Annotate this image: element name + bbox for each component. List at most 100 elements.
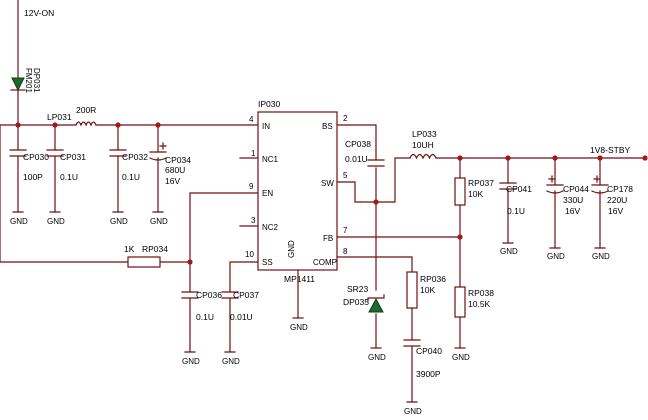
net-label-input: 12V-ON: [24, 8, 54, 18]
component-ref: RP038: [468, 288, 494, 298]
resistor-rp034: 1K RP034: [124, 244, 168, 268]
diode-dp031: DP031 FM201: [10, 68, 41, 93]
inductor-lp031: LP031 200R: [47, 105, 97, 127]
gnd-label: GND: [368, 353, 386, 362]
component-rating: 16V: [565, 206, 580, 216]
component-ref: RP036: [420, 274, 446, 284]
capacitor-cp037: CP037 0.01U GND: [221, 290, 259, 366]
component-ref: CP041: [506, 184, 532, 194]
component-value: 0.1U: [122, 172, 140, 182]
component-ref: CP036: [196, 290, 222, 300]
component-ref: CP037: [233, 290, 259, 300]
component-ref: LP033: [412, 129, 437, 139]
inductor-lp033: LP033 10UH: [409, 129, 437, 160]
junction: [457, 234, 463, 240]
component-value: 10.5K: [468, 299, 491, 309]
capacitor-cp030: CP030 100P GND: [9, 149, 49, 226]
component-value: FM201: [24, 68, 33, 93]
junction: [15, 122, 21, 128]
component-ref: CP178: [607, 184, 633, 194]
pin-number: 10: [245, 250, 254, 259]
component-value: 0.1U: [196, 312, 214, 322]
component-ref: SR23: [347, 284, 369, 294]
component-value: 3900P: [416, 369, 441, 379]
junction: [642, 155, 648, 161]
junction: [155, 122, 161, 128]
component-ref: CP030: [23, 152, 49, 162]
net-label-output: 1V8-STBY: [590, 145, 630, 155]
ic-mp1411: IP030 MP1411 GND 4 IN 1 NC1 9 EN 3 NC2 1…: [239, 99, 348, 319]
component-ref: CP044: [563, 184, 589, 194]
pin-name: BS: [322, 122, 333, 131]
component-value: DP035: [343, 297, 369, 307]
capacitor-cp034: CP034 680U 16V GND: [149, 142, 191, 226]
junction: [187, 259, 193, 265]
pin-name: SW: [321, 179, 334, 188]
component-value: 0.1U: [507, 206, 525, 216]
pin-name: COMP: [313, 258, 337, 267]
component-value: 0.01U: [230, 312, 253, 322]
component-ref: CP040: [416, 346, 442, 356]
component-ref: RP034: [142, 244, 168, 254]
component-value: 220U: [607, 195, 627, 205]
junction: [52, 122, 58, 128]
component-ref: RP037: [468, 178, 494, 188]
component-rating: 16V: [165, 176, 180, 186]
pin-name: NC2: [262, 223, 279, 232]
pin-name: EN: [262, 189, 273, 198]
junction: [115, 122, 121, 128]
pin-number: 8: [343, 247, 348, 256]
wires: [0, 0, 646, 349]
resistor-rp038: RP038 10.5K GND: [452, 286, 494, 362]
capacitor-cp038: CP038 0.01U: [345, 139, 385, 167]
component-ref: DP031: [32, 68, 41, 93]
component-value: 0.01U: [345, 154, 368, 164]
pin-number: 2: [343, 114, 348, 123]
capacitor-cp178: CP178 220U 16V GND: [591, 175, 633, 261]
resistor-rp037: RP037 10K: [454, 177, 494, 206]
resistor-rp036: RP036 10K: [406, 271, 446, 309]
junction: [552, 155, 558, 161]
capacitor-cp044: CP044 330U 16V GND: [546, 175, 589, 261]
capacitor-cp031: CP031 0.1U GND: [46, 149, 86, 226]
gnd-label: GND: [10, 217, 28, 226]
component-rating: 16V: [608, 206, 623, 216]
component-ref: CP034: [165, 155, 191, 165]
component-value: 10K: [420, 285, 435, 295]
gnd-label: GND: [452, 353, 470, 362]
junction: [457, 155, 463, 161]
junction: [597, 155, 603, 161]
ic-ref: IP030: [258, 99, 280, 109]
component-value: 10K: [468, 189, 483, 199]
gnd-label: GND: [47, 217, 65, 226]
component-ref: CP031: [60, 152, 86, 162]
pin-name: NC1: [262, 155, 279, 164]
pin-number: 4: [249, 115, 254, 124]
ic-gnd-label: GND: [287, 240, 296, 258]
gnd-label: GND: [500, 247, 518, 256]
pin-name: FB: [323, 234, 333, 243]
pin-name: SS: [262, 258, 273, 267]
pin-name: IN: [262, 122, 270, 131]
pin-number: 9: [249, 182, 254, 191]
junctions: [15, 122, 648, 265]
pin-number: 1: [251, 149, 256, 158]
component-value: 10UH: [412, 140, 434, 150]
component-value: 100P: [23, 172, 43, 182]
ic-ground: GND: [290, 317, 308, 332]
gnd-label: GND: [222, 357, 240, 366]
capacitor-cp036: CP036 0.1U GND: [181, 290, 222, 366]
component-ref: LP031: [47, 112, 72, 122]
gnd-label: GND: [547, 252, 565, 261]
component-value: 200R: [76, 105, 96, 115]
component-value: 680U: [165, 165, 185, 175]
pin-number: 7: [343, 226, 348, 235]
capacitor-cp032: CP032 0.1U GND: [109, 149, 148, 226]
diode-sr23: SR23 DP035 GND: [343, 284, 386, 362]
gnd-label: GND: [182, 357, 200, 366]
capacitor-cp041: CP041 0.1U GND: [499, 182, 532, 256]
pin-number: 3: [251, 216, 256, 225]
gnd-label: GND: [404, 407, 422, 416]
